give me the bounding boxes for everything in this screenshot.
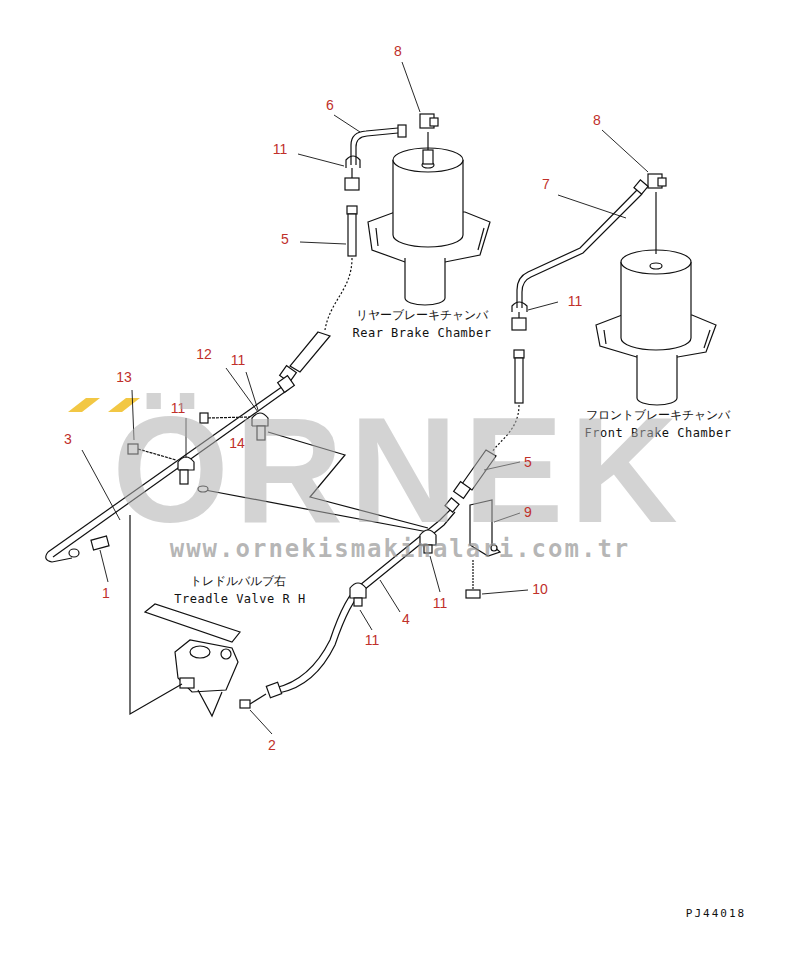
callout-number: 11 (433, 596, 448, 611)
callout-number: 13 (116, 370, 132, 385)
callout-number: 12 (196, 347, 212, 362)
front-brake-chamber (596, 174, 716, 405)
callout-number: 5 (281, 232, 289, 247)
part-name: トレドルバルブ右 (190, 575, 286, 588)
part-name: リヤーブレーキチャンバ (356, 309, 488, 322)
part-name: Treadle Valve R H (174, 593, 305, 606)
callout-number: 4 (402, 612, 410, 627)
callout-number: 11 (365, 633, 380, 648)
part-name: Rear Brake Chamber (352, 327, 491, 340)
callout-number: 11 (231, 353, 246, 368)
callout-number: 3 (64, 432, 72, 447)
rear-brake-chamber (368, 114, 490, 305)
rear-lines (280, 125, 406, 382)
watermark: ÖRNEK (112, 388, 684, 553)
callout-number: 9 (524, 505, 532, 520)
callout-number: 11 (568, 294, 583, 309)
callout-number: 8 (593, 113, 601, 128)
callout-number: 2 (268, 738, 276, 753)
watermark-url: www.ornekismakinalari.com.tr (170, 536, 631, 562)
callout-number: 10 (532, 582, 548, 597)
callout-number: 6 (326, 98, 334, 113)
callout-number: 1 (102, 586, 110, 601)
drawing-number: PJ44018 (686, 908, 746, 920)
callout-number: 11 (273, 142, 288, 157)
callout-number: 8 (394, 44, 402, 59)
callout-number: 5 (524, 455, 532, 470)
callout-number: 7 (542, 177, 550, 192)
treadle-valve (145, 604, 266, 708)
